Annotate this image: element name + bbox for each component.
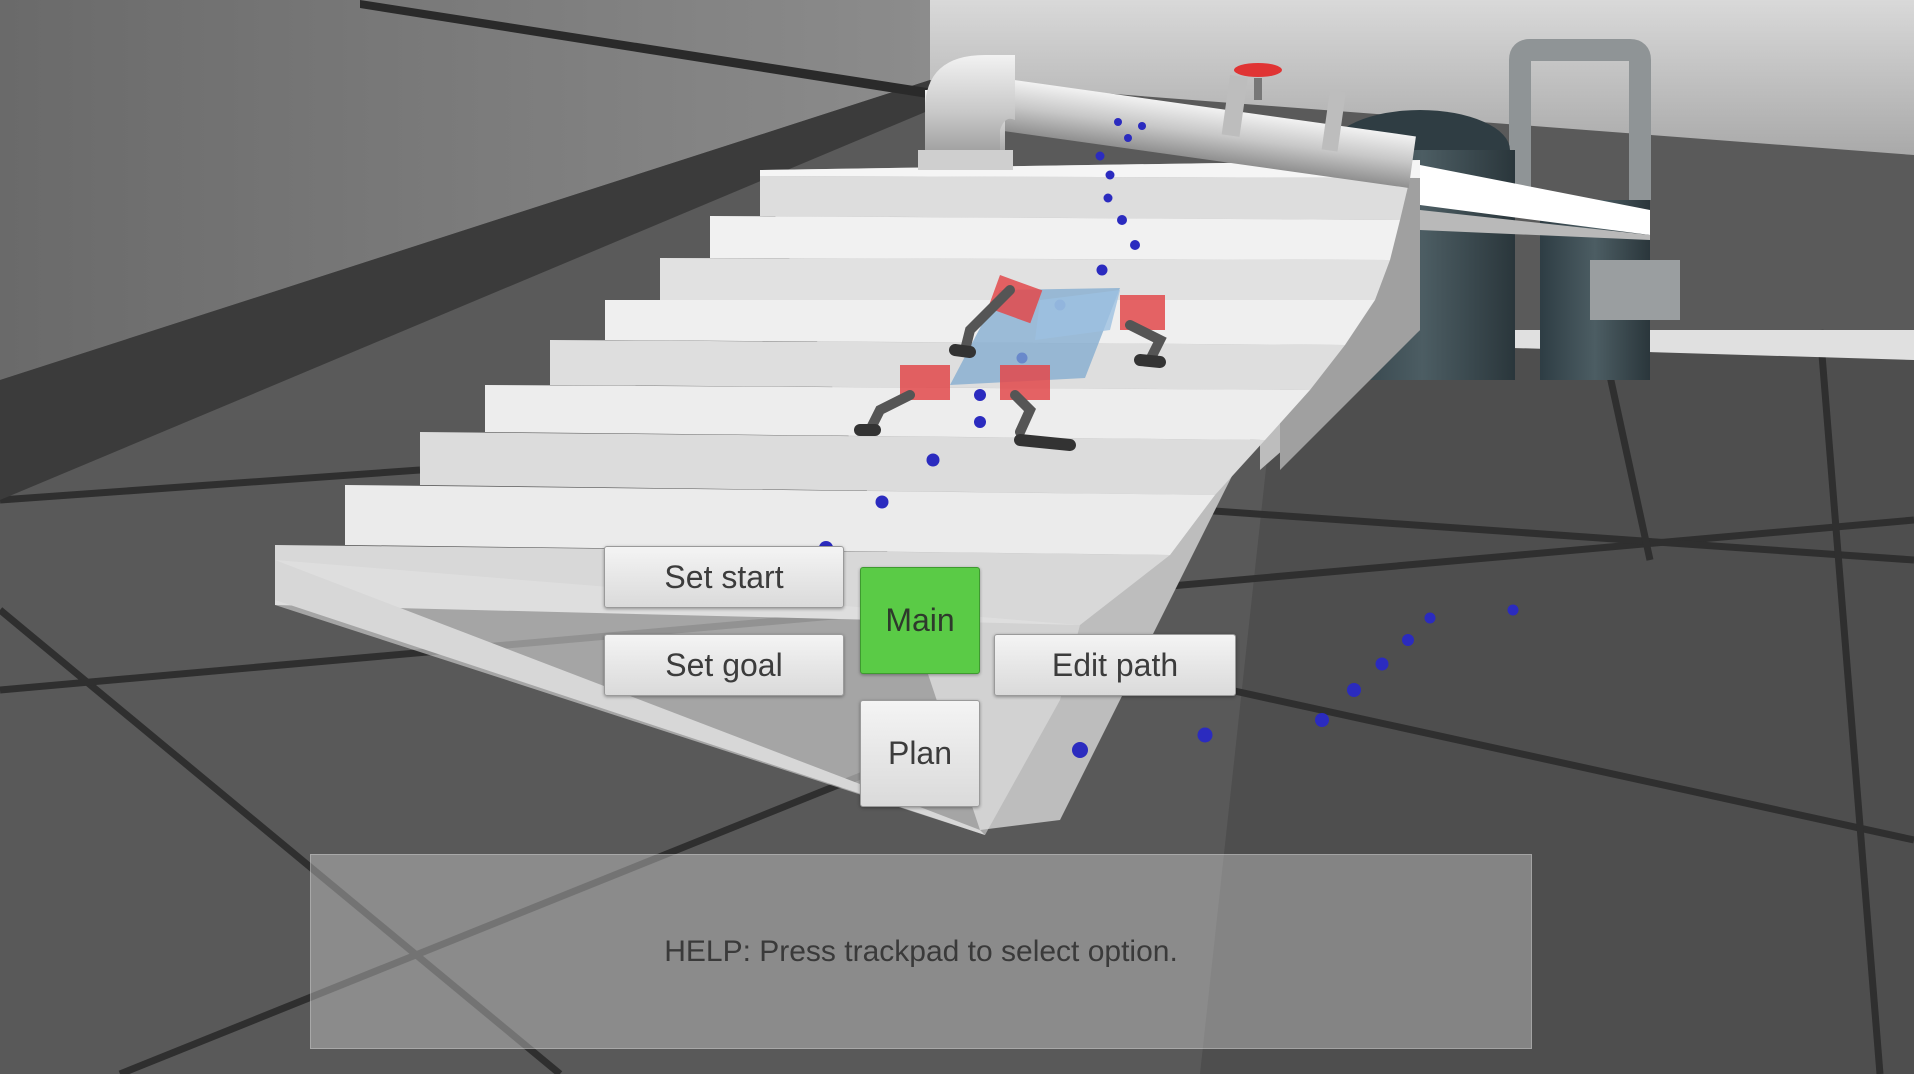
set-goal-button[interactable]: Set goal — [604, 634, 844, 696]
edit-path-button[interactable]: Edit path — [994, 634, 1236, 696]
help-text: HELP: Press trackpad to select option. — [664, 934, 1178, 968]
quadruped-robot — [854, 275, 1167, 451]
pipe — [918, 55, 1416, 188]
main-button[interactable]: Main — [860, 567, 980, 674]
walls — [0, 0, 1914, 500]
set-start-button[interactable]: Set start — [604, 546, 844, 608]
help-panel: HELP: Press trackpad to select option. — [310, 854, 1532, 1049]
plan-button[interactable]: Plan — [860, 700, 980, 807]
